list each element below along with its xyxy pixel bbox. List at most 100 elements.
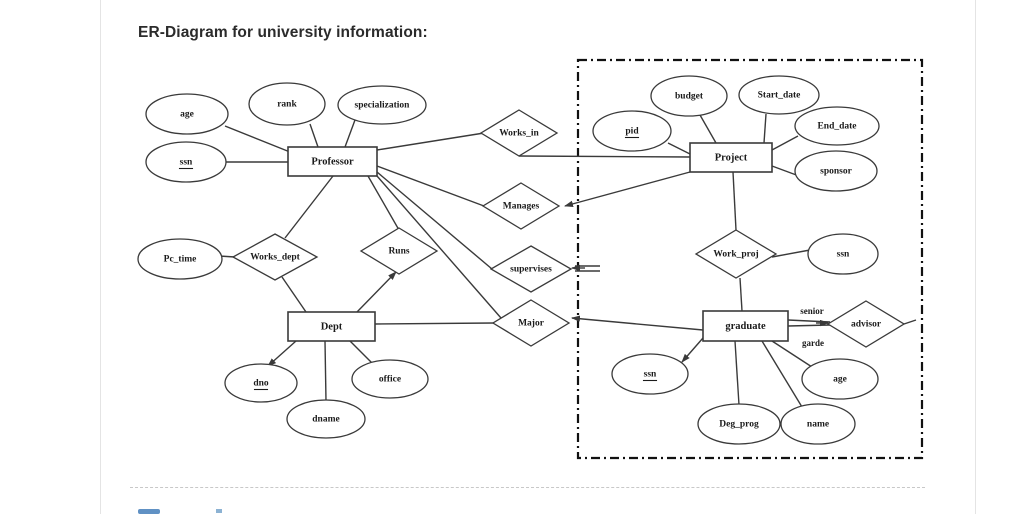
relationship-label: supervises bbox=[510, 265, 552, 275]
attribute-grad_age[interactable]: age bbox=[801, 358, 879, 400]
bottom-cut-content-b bbox=[216, 509, 222, 513]
attribute-grad_ssn[interactable]: ssn bbox=[611, 353, 689, 395]
entity-label: Professor bbox=[311, 156, 354, 167]
edge-professor-works-in bbox=[376, 132, 485, 151]
attribute-proj_pid[interactable]: pid bbox=[592, 110, 672, 152]
role-label-role_senior: senior bbox=[800, 306, 824, 316]
edge-graduate-deg-prog bbox=[734, 340, 740, 406]
edge-dept-office bbox=[349, 340, 376, 367]
page-title: ER-Diagram for university information: bbox=[138, 24, 428, 41]
edge-professor-rank bbox=[309, 123, 319, 148]
relationship-works_in[interactable]: Works_in bbox=[479, 109, 559, 157]
attribute-prof_spec[interactable]: specialization bbox=[337, 85, 427, 125]
attribute-label: age bbox=[833, 375, 847, 385]
entity-graduate[interactable]: graduate bbox=[702, 310, 789, 342]
entity-dept[interactable]: Dept bbox=[287, 311, 376, 342]
relationship-runs[interactable]: Runs bbox=[359, 227, 439, 275]
edge-work-proj-ssn bbox=[771, 249, 811, 258]
edge-project-start-date bbox=[763, 113, 767, 144]
attribute-label: pid bbox=[625, 127, 639, 137]
edge-works-in-project bbox=[518, 155, 691, 158]
relationship-label: Major bbox=[518, 319, 545, 329]
attribute-dept_dname[interactable]: dname bbox=[286, 399, 366, 439]
edge-project-sponsor bbox=[771, 165, 800, 177]
section-divider bbox=[130, 487, 925, 488]
attribute-label: office bbox=[379, 375, 401, 385]
edge-work-proj-graduate bbox=[739, 277, 743, 312]
edge-graduate-name bbox=[761, 340, 803, 408]
edge-dept-major bbox=[374, 322, 495, 325]
page-right-rule bbox=[975, 0, 976, 514]
attribute-proj_sponsor[interactable]: sponsor bbox=[794, 150, 878, 192]
relationship-label: Runs bbox=[388, 247, 409, 257]
attribute-label: sponsor bbox=[820, 167, 852, 177]
attribute-label: Deg_prog bbox=[719, 420, 759, 430]
edge-professor-major bbox=[376, 175, 502, 319]
edge-graduate-major bbox=[571, 315, 704, 331]
relationship-advisor[interactable]: advisor bbox=[826, 300, 906, 348]
attribute-prof_rank[interactable]: rank bbox=[248, 82, 326, 126]
attribute-label: budget bbox=[675, 92, 704, 102]
attribute-label: End_date bbox=[817, 122, 856, 132]
entity-professor[interactable]: Professor bbox=[287, 146, 378, 177]
relationship-work_proj[interactable]: Work_proj bbox=[694, 229, 778, 279]
edge-graduate-advisor-b bbox=[787, 324, 831, 327]
attribute-label: specialization bbox=[355, 101, 411, 111]
attribute-label: rank bbox=[277, 100, 297, 110]
edge-dept-dno bbox=[267, 340, 297, 367]
attribute-grad_name[interactable]: name bbox=[780, 403, 856, 445]
relationship-label: Work_proj bbox=[713, 250, 758, 260]
relationship-works_dept[interactable]: Works_dept bbox=[231, 233, 319, 281]
relationship-label: Works_in bbox=[499, 129, 539, 139]
attribute-proj_end[interactable]: End_date bbox=[794, 106, 880, 146]
attribute-proj_start[interactable]: Start_date bbox=[738, 75, 820, 115]
attribute-layer: age rank specialization ssn pid budget Start_d… bbox=[137, 75, 880, 445]
attribute-label: name bbox=[807, 420, 829, 430]
page-left-rule bbox=[100, 0, 101, 514]
attribute-prof_age[interactable]: age bbox=[145, 93, 229, 135]
edge-graduate-ssn bbox=[681, 337, 704, 363]
edge-project-pid bbox=[667, 142, 693, 156]
attribute-grad_degprog[interactable]: Deg_prog bbox=[697, 403, 781, 445]
bottom-cut-content-a bbox=[138, 509, 160, 514]
relationship-supervises[interactable]: supervises bbox=[489, 245, 573, 293]
edge-dept-works-dept bbox=[281, 276, 307, 313]
attribute-dept_office[interactable]: office bbox=[351, 359, 429, 399]
edge-dept-dname bbox=[324, 340, 327, 402]
edge-advisor-tail bbox=[903, 319, 917, 325]
relationship-manages[interactable]: Manages bbox=[481, 182, 561, 230]
entity-project[interactable]: Project bbox=[689, 142, 773, 173]
edge-professor-manages bbox=[376, 165, 485, 207]
attribute-label: dno bbox=[253, 379, 269, 389]
entity-label: Project bbox=[715, 152, 748, 163]
relationship-major[interactable]: Major bbox=[491, 299, 571, 347]
entity-label: Dept bbox=[321, 321, 343, 332]
attribute-label: ssn bbox=[837, 250, 850, 260]
role-label-layer: senior garde bbox=[800, 306, 824, 348]
role-label-role_garde: garde bbox=[802, 338, 824, 348]
edge-dept-runs bbox=[356, 271, 397, 313]
edge-project-manages bbox=[564, 171, 691, 207]
relationship-label: Manages bbox=[503, 202, 540, 212]
edge-professor-works-dept bbox=[284, 175, 334, 239]
attribute-label: ssn bbox=[644, 370, 657, 380]
relationship-label: Works_dept bbox=[250, 253, 300, 263]
edge-project-budget bbox=[699, 114, 717, 144]
attribute-label: age bbox=[180, 110, 194, 120]
weak-entity-region bbox=[576, 58, 924, 460]
edge-graduate-age bbox=[771, 340, 813, 368]
attribute-prof_ssn[interactable]: ssn bbox=[145, 141, 227, 183]
relationship-label: advisor bbox=[851, 320, 882, 330]
attribute-label: dname bbox=[312, 415, 339, 425]
attribute-proj_budget[interactable]: budget bbox=[650, 75, 728, 117]
attribute-dept_dno[interactable]: dno bbox=[224, 363, 298, 403]
attribute-wd_pctime[interactable]: Pc_time bbox=[137, 238, 223, 280]
edge-professor-runs bbox=[367, 175, 400, 231]
attribute-label: Pc_time bbox=[164, 255, 197, 265]
entity-label: graduate bbox=[725, 321, 766, 332]
edge-professor-specialization bbox=[344, 119, 356, 148]
attribute-wp_ssn[interactable]: ssn bbox=[807, 233, 879, 275]
